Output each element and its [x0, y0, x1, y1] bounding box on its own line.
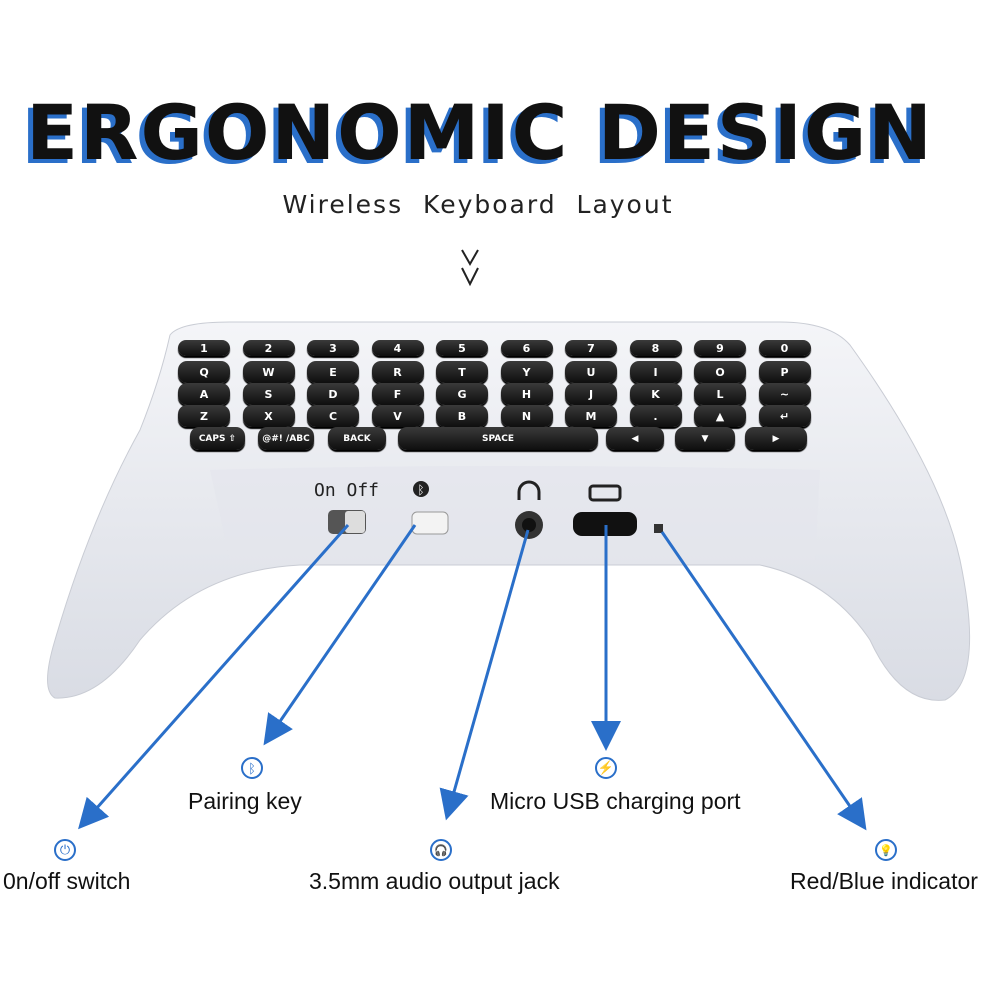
lightning-icon: ⚡	[595, 757, 617, 779]
key[interactable]: ▶	[745, 427, 807, 450]
key[interactable]: O	[694, 361, 746, 383]
key[interactable]: T	[436, 361, 488, 383]
key[interactable]: 2	[242, 340, 295, 356]
key[interactable]: ▼	[675, 427, 735, 450]
key[interactable]: K	[629, 383, 682, 405]
key[interactable]: 6	[500, 340, 553, 356]
headphones-icon: 🎧	[430, 839, 452, 861]
page-title: ERGONOMIC DESIGN	[26, 88, 934, 177]
power-icon: ⏻	[54, 839, 76, 861]
key[interactable]: Y	[500, 361, 553, 383]
key[interactable]: W	[242, 361, 295, 383]
key[interactable]: 3	[307, 340, 359, 356]
key[interactable]: 9	[694, 340, 746, 356]
key[interactable]: S	[242, 383, 295, 405]
key[interactable]: 0	[758, 340, 811, 356]
usb-port	[573, 512, 637, 536]
key[interactable]: D	[307, 383, 359, 405]
svg-text:ᛒ: ᛒ	[417, 483, 424, 497]
page-subtitle: Wireless Keyboard Layout	[282, 190, 674, 219]
key[interactable]: H	[500, 383, 553, 405]
key[interactable]: SPACE	[398, 427, 598, 450]
key[interactable]: B	[436, 405, 488, 427]
key[interactable]: L	[694, 383, 746, 405]
callout-indicator: Red/Blue indicator	[790, 868, 978, 894]
key[interactable]: P	[758, 361, 811, 383]
power-switch-label: On Off	[314, 480, 380, 501]
key[interactable]: G	[436, 383, 488, 405]
key[interactable]: 4	[371, 340, 424, 356]
key[interactable]: Z	[178, 405, 230, 427]
bluetooth-icon: ᛒ	[241, 757, 263, 779]
key[interactable]: M	[565, 405, 617, 427]
key[interactable]: R	[371, 361, 424, 383]
key[interactable]: ↵	[758, 405, 811, 427]
key[interactable]: ◀	[606, 427, 664, 450]
key[interactable]: ~	[758, 383, 811, 405]
key[interactable]: BACK	[328, 427, 386, 450]
key[interactable]: ▲	[694, 405, 746, 427]
pairing-button	[411, 511, 449, 535]
key[interactable]: X	[242, 405, 295, 427]
key[interactable]: V	[371, 405, 424, 427]
indicator-led	[654, 524, 663, 533]
callout-pairing-key: Pairing key	[188, 788, 302, 814]
key[interactable]: CAPS ⇧	[190, 427, 245, 450]
key[interactable]: 8	[629, 340, 682, 356]
key[interactable]: @#! /ABC	[258, 427, 314, 450]
key[interactable]: J	[565, 383, 617, 405]
key[interactable]: 7	[565, 340, 617, 356]
lightbulb-icon: 💡	[875, 839, 897, 861]
key[interactable]: N	[500, 405, 553, 427]
key[interactable]: E	[307, 361, 359, 383]
key[interactable]: F	[371, 383, 424, 405]
key[interactable]: 5	[436, 340, 488, 356]
chevron-down-icon	[461, 249, 479, 287]
key[interactable]: U	[565, 361, 617, 383]
key[interactable]: A	[178, 383, 230, 405]
key[interactable]: .	[629, 405, 682, 427]
key[interactable]: I	[629, 361, 682, 383]
key[interactable]: Q	[178, 361, 230, 383]
callout-audio-jack: 3.5mm audio output jack	[309, 868, 560, 894]
callout-on-off-switch: 0n/off switch	[3, 868, 131, 894]
key[interactable]: C	[307, 405, 359, 427]
key[interactable]: 1	[178, 340, 230, 356]
callout-usb-port: Micro USB charging port	[490, 788, 741, 814]
